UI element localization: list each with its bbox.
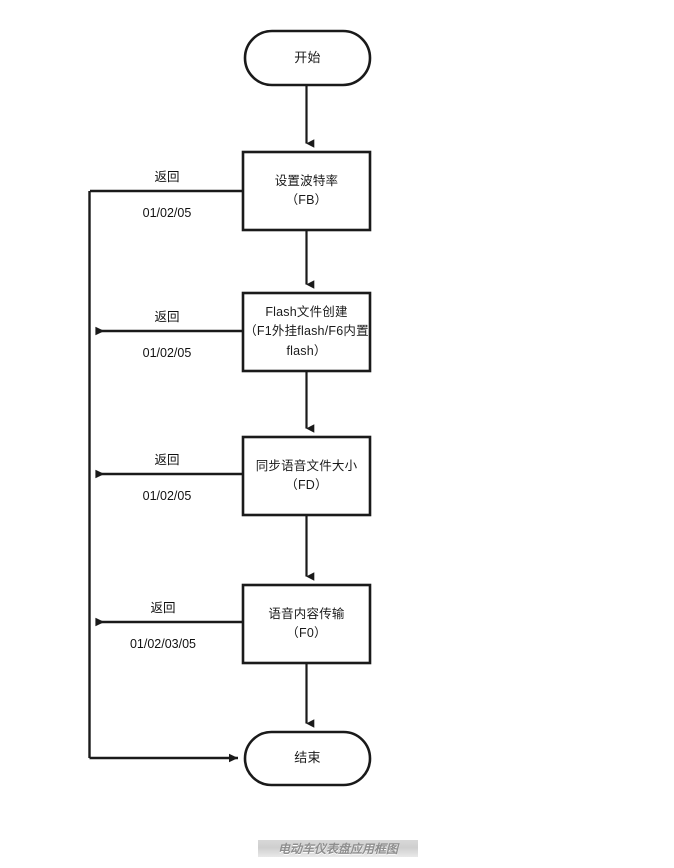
node-start-shape	[243, 29, 372, 87]
node-end-shape	[243, 730, 372, 787]
node-step3-shape	[241, 435, 372, 517]
watermark-text: 电动车仪表盘应用框图	[277, 842, 398, 856]
node-step4-shape	[241, 583, 372, 665]
node-step2-shape	[241, 291, 372, 373]
node-step1-shape	[241, 150, 372, 232]
watermark-caption: 电动车仪表盘应用框图	[258, 840, 418, 857]
